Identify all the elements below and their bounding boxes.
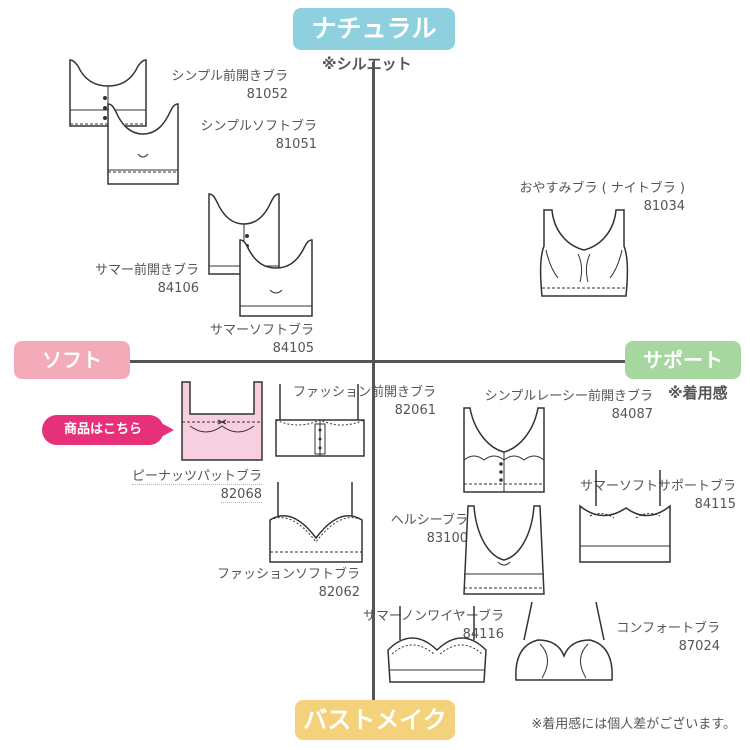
axis-label-support: サポート <box>625 341 741 379</box>
non-wire-bra-icon <box>387 606 487 683</box>
healthy-bra-icon <box>463 505 545 595</box>
lacy-front-open-bra-icon <box>463 407 545 493</box>
product-image-84105[interactable] <box>236 236 316 320</box>
night-bra-icon <box>539 209 629 297</box>
front-open-bra-icon <box>275 384 365 457</box>
product-image-82062[interactable] <box>264 480 368 566</box>
product-image-83100[interactable] <box>458 504 550 598</box>
axis-note-fit: ※着用感 <box>668 384 728 402</box>
product-image-82068[interactable] <box>176 378 268 464</box>
soft-bra-icon <box>239 239 313 317</box>
view-product-button[interactable]: 商品はこちら <box>42 415 174 445</box>
axis-label-soft: ソフト <box>14 341 130 379</box>
product-image-84116[interactable] <box>384 604 490 686</box>
product-image-84087[interactable] <box>458 406 550 496</box>
footnote: ※着用感には個人差がございます。 <box>531 717 736 732</box>
axis-label-natural: ナチュラル <box>293 8 455 50</box>
product-image-81051[interactable] <box>104 100 182 188</box>
axis-note-silhouette: ※シルエット <box>322 55 412 73</box>
product-image-87024[interactable] <box>512 600 616 684</box>
axis-label-bust-make: バストメイク <box>295 700 455 740</box>
product-image-84115[interactable] <box>576 466 674 566</box>
vertical-axis <box>372 62 375 702</box>
product-image-82061[interactable] <box>272 384 368 460</box>
horizontal-axis <box>130 360 625 363</box>
support-bra-icon <box>579 470 671 563</box>
product-label-81034[interactable]: おやすみブラ ( ナイトブラ )81034 <box>519 181 685 214</box>
product-image-81034[interactable] <box>538 206 630 300</box>
soft-bra-icon <box>269 482 363 563</box>
comfort-bra-icon <box>515 601 613 681</box>
soft-bra-icon <box>107 103 179 185</box>
pad-bra-icon <box>181 381 263 461</box>
